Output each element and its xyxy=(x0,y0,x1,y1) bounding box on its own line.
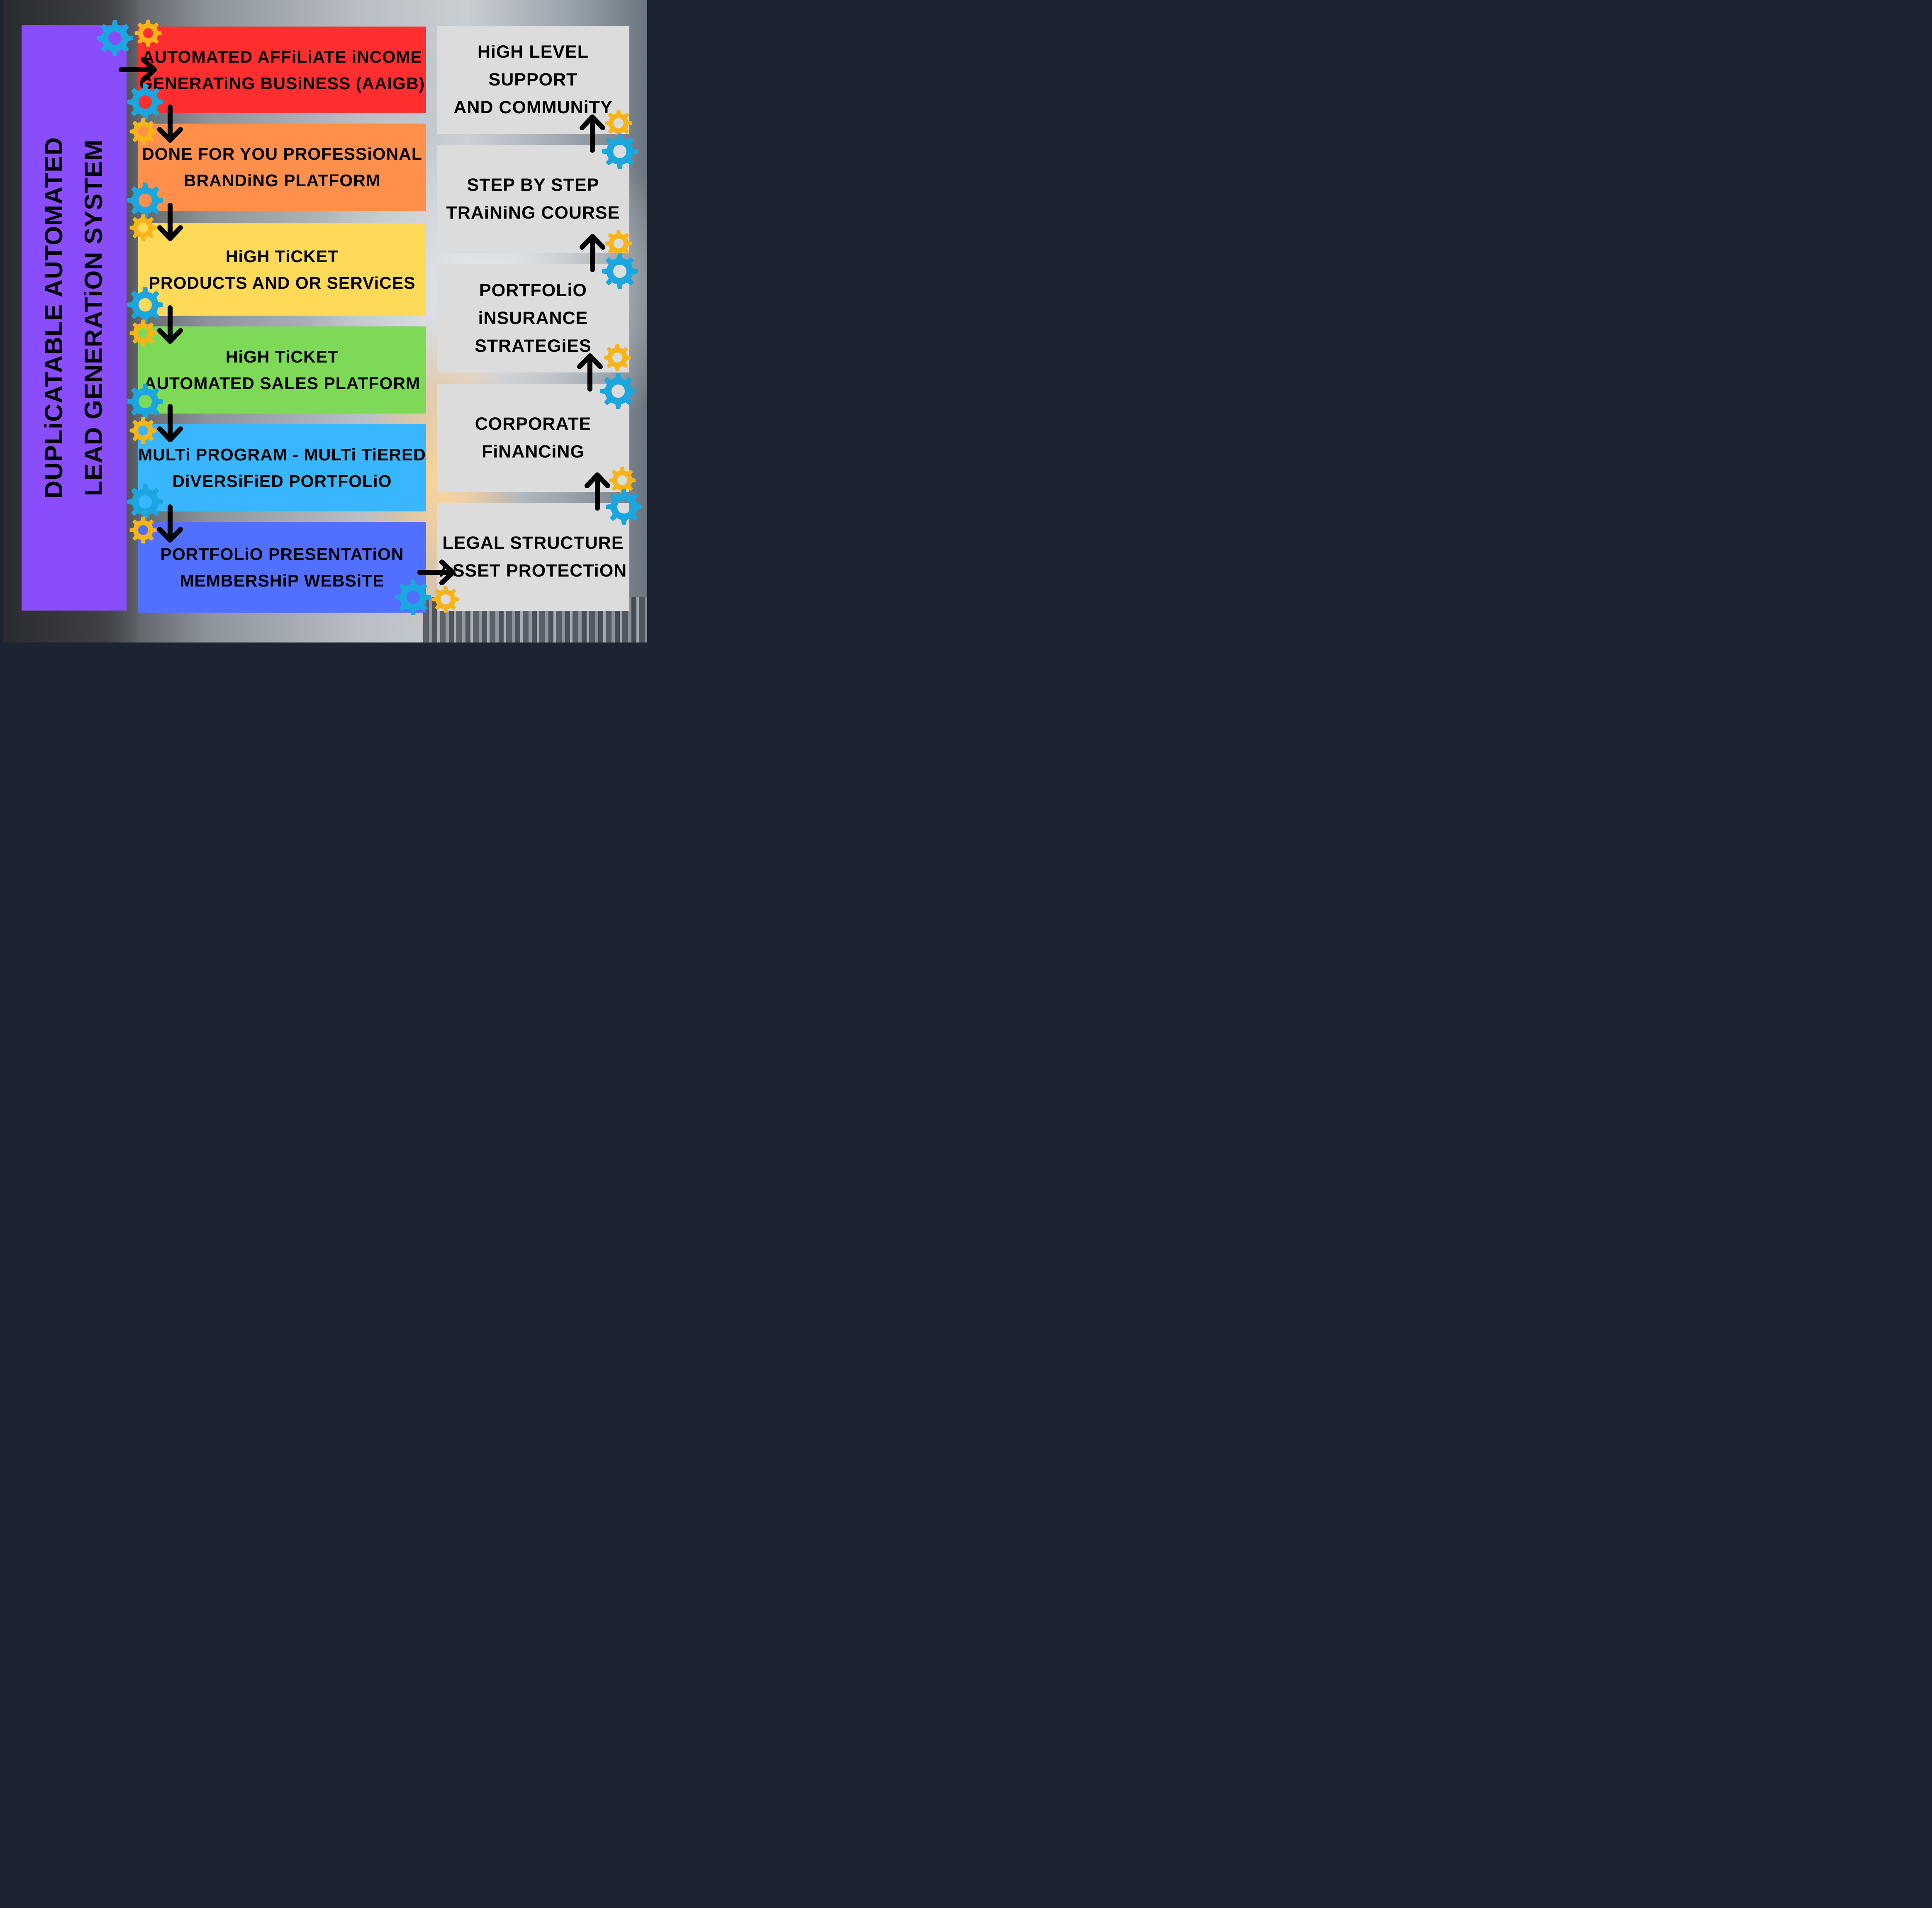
step-label-sales-platform: HiGH TiCKET AUTOMATED SALES PLATFORM xyxy=(144,347,421,393)
step-box-sales-platform: HiGH TiCKET AUTOMATED SALES PLATFORM xyxy=(138,326,426,414)
step-label-portfolio: MULTi PROGRAM - MULTi TiERED DiVERSiFiED… xyxy=(138,445,426,491)
gear-icon xyxy=(130,118,157,145)
right-box-training: STEP BY STEP TRAiNiNG COURSE xyxy=(437,145,629,253)
arrow-down-icon xyxy=(157,305,183,344)
gear-icon xyxy=(127,183,163,218)
gear-icon xyxy=(130,517,157,544)
gear-icon xyxy=(130,417,157,444)
arrow-up-icon xyxy=(585,472,610,511)
right-box-insurance: PORTFOLiO iNSURANCE STRATEGiES xyxy=(437,264,629,372)
gear-icon xyxy=(127,384,163,419)
arrow-right-icon xyxy=(417,560,456,585)
step-box-membership: PORTFOLiO PRESENTATiON MEMBERSHiP WEBSiT… xyxy=(138,522,426,613)
gear-icon xyxy=(605,230,632,257)
gear-icon xyxy=(127,287,163,323)
arrow-up-icon xyxy=(580,234,605,272)
gear-icon xyxy=(130,214,157,241)
step-box-products: HiGH TiCKET PRODUCTS AND OR SERViCES xyxy=(138,223,426,316)
step-box-branding: DONE FOR YOU PROFESSiONAL BRANDiNG PLATF… xyxy=(138,124,426,211)
gear-icon xyxy=(602,253,638,289)
gear-icon xyxy=(605,110,632,137)
step-box-portfolio: MULTi PROGRAM - MULTi TiERED DiVERSiFiED… xyxy=(138,424,426,511)
gear-icon xyxy=(135,20,162,47)
gear-icon xyxy=(604,344,631,371)
gear-icon xyxy=(602,134,638,169)
arrow-up-icon xyxy=(580,114,605,153)
gear-icon xyxy=(127,484,163,520)
step-label-products: HiGH TiCKET PRODUCTS AND OR SERViCES xyxy=(149,246,416,292)
gear-icon xyxy=(130,320,157,347)
step-label-aaigb: AUTOMATED AFFiLiATE iNCOME GENERATiNG BU… xyxy=(139,47,425,93)
arrow-right-icon xyxy=(119,57,157,83)
arrow-down-icon xyxy=(157,404,183,442)
arrow-down-icon xyxy=(157,203,183,241)
step-label-branding: DONE FOR YOU PROFESSiONAL BRANDiNG PLATF… xyxy=(142,144,422,190)
gear-icon xyxy=(600,373,636,409)
arrow-down-icon xyxy=(157,504,183,543)
arrow-up-icon xyxy=(577,353,603,392)
right-label-financing: CORPORATE FiNANCiNG xyxy=(475,414,592,462)
gear-icon xyxy=(97,20,133,56)
right-label-support: HiGH LEVEL SUPPORT AND COMMUNiTY xyxy=(453,42,613,117)
right-box-support: HiGH LEVEL SUPPORT AND COMMUNiTY xyxy=(437,26,629,134)
step-box-aaigb: AUTOMATED AFFiLiATE iNCOME GENERATiNG BU… xyxy=(138,27,426,113)
title-panel xyxy=(22,25,127,611)
gear-icon xyxy=(127,84,163,120)
gear-icon xyxy=(395,579,431,615)
gear-icon xyxy=(432,586,459,613)
right-label-training: STEP BY STEP TRAiNiNG COURSE xyxy=(446,175,620,223)
step-label-membership: PORTFOLiO PRESENTATiON MEMBERSHiP WEBSiT… xyxy=(160,544,404,590)
gear-icon xyxy=(606,489,642,525)
right-label-insurance: PORTFOLiO iNSURANCE STRATEGiES xyxy=(475,280,592,356)
arrow-down-icon xyxy=(157,105,183,143)
right-box-financing: CORPORATE FiNANCiNG xyxy=(437,384,629,492)
connector-overlay xyxy=(0,0,650,642)
